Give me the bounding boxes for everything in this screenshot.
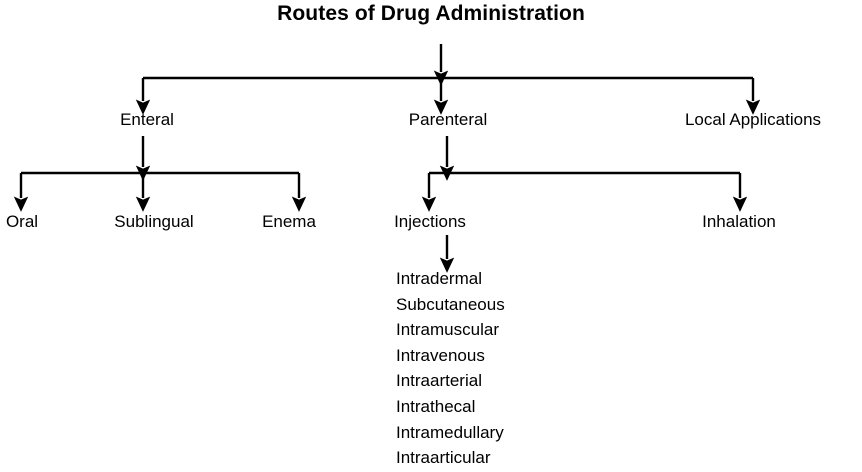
list-item: Intraarticular	[396, 448, 491, 468]
node-parenteral: Parenteral	[408, 110, 488, 129]
list-item: Intravenous	[396, 345, 485, 365]
node-inhalation: Inhalation	[702, 212, 776, 231]
list-item: Intradermal	[396, 269, 482, 288]
node-local-applications: Local Applications	[684, 110, 822, 129]
page-title: Routes of Drug Administration	[277, 2, 585, 25]
list-item: Intrathecal	[396, 396, 476, 416]
node-enteral: Enteral	[120, 110, 174, 129]
node-enema: Enema	[262, 212, 316, 231]
list-item: Subcutaneous	[396, 294, 505, 314]
node-injections: Injections	[394, 212, 466, 231]
list-item: Intramedullary	[396, 422, 504, 442]
list-item: Intraarterial	[396, 371, 482, 391]
node-oral: Oral	[5, 212, 39, 231]
list-item: Intramuscular	[396, 320, 499, 340]
injection-types-list: Intradermal Subcutaneous Intramuscular I…	[396, 266, 505, 471]
node-sublingual: Sublingual	[114, 212, 194, 231]
